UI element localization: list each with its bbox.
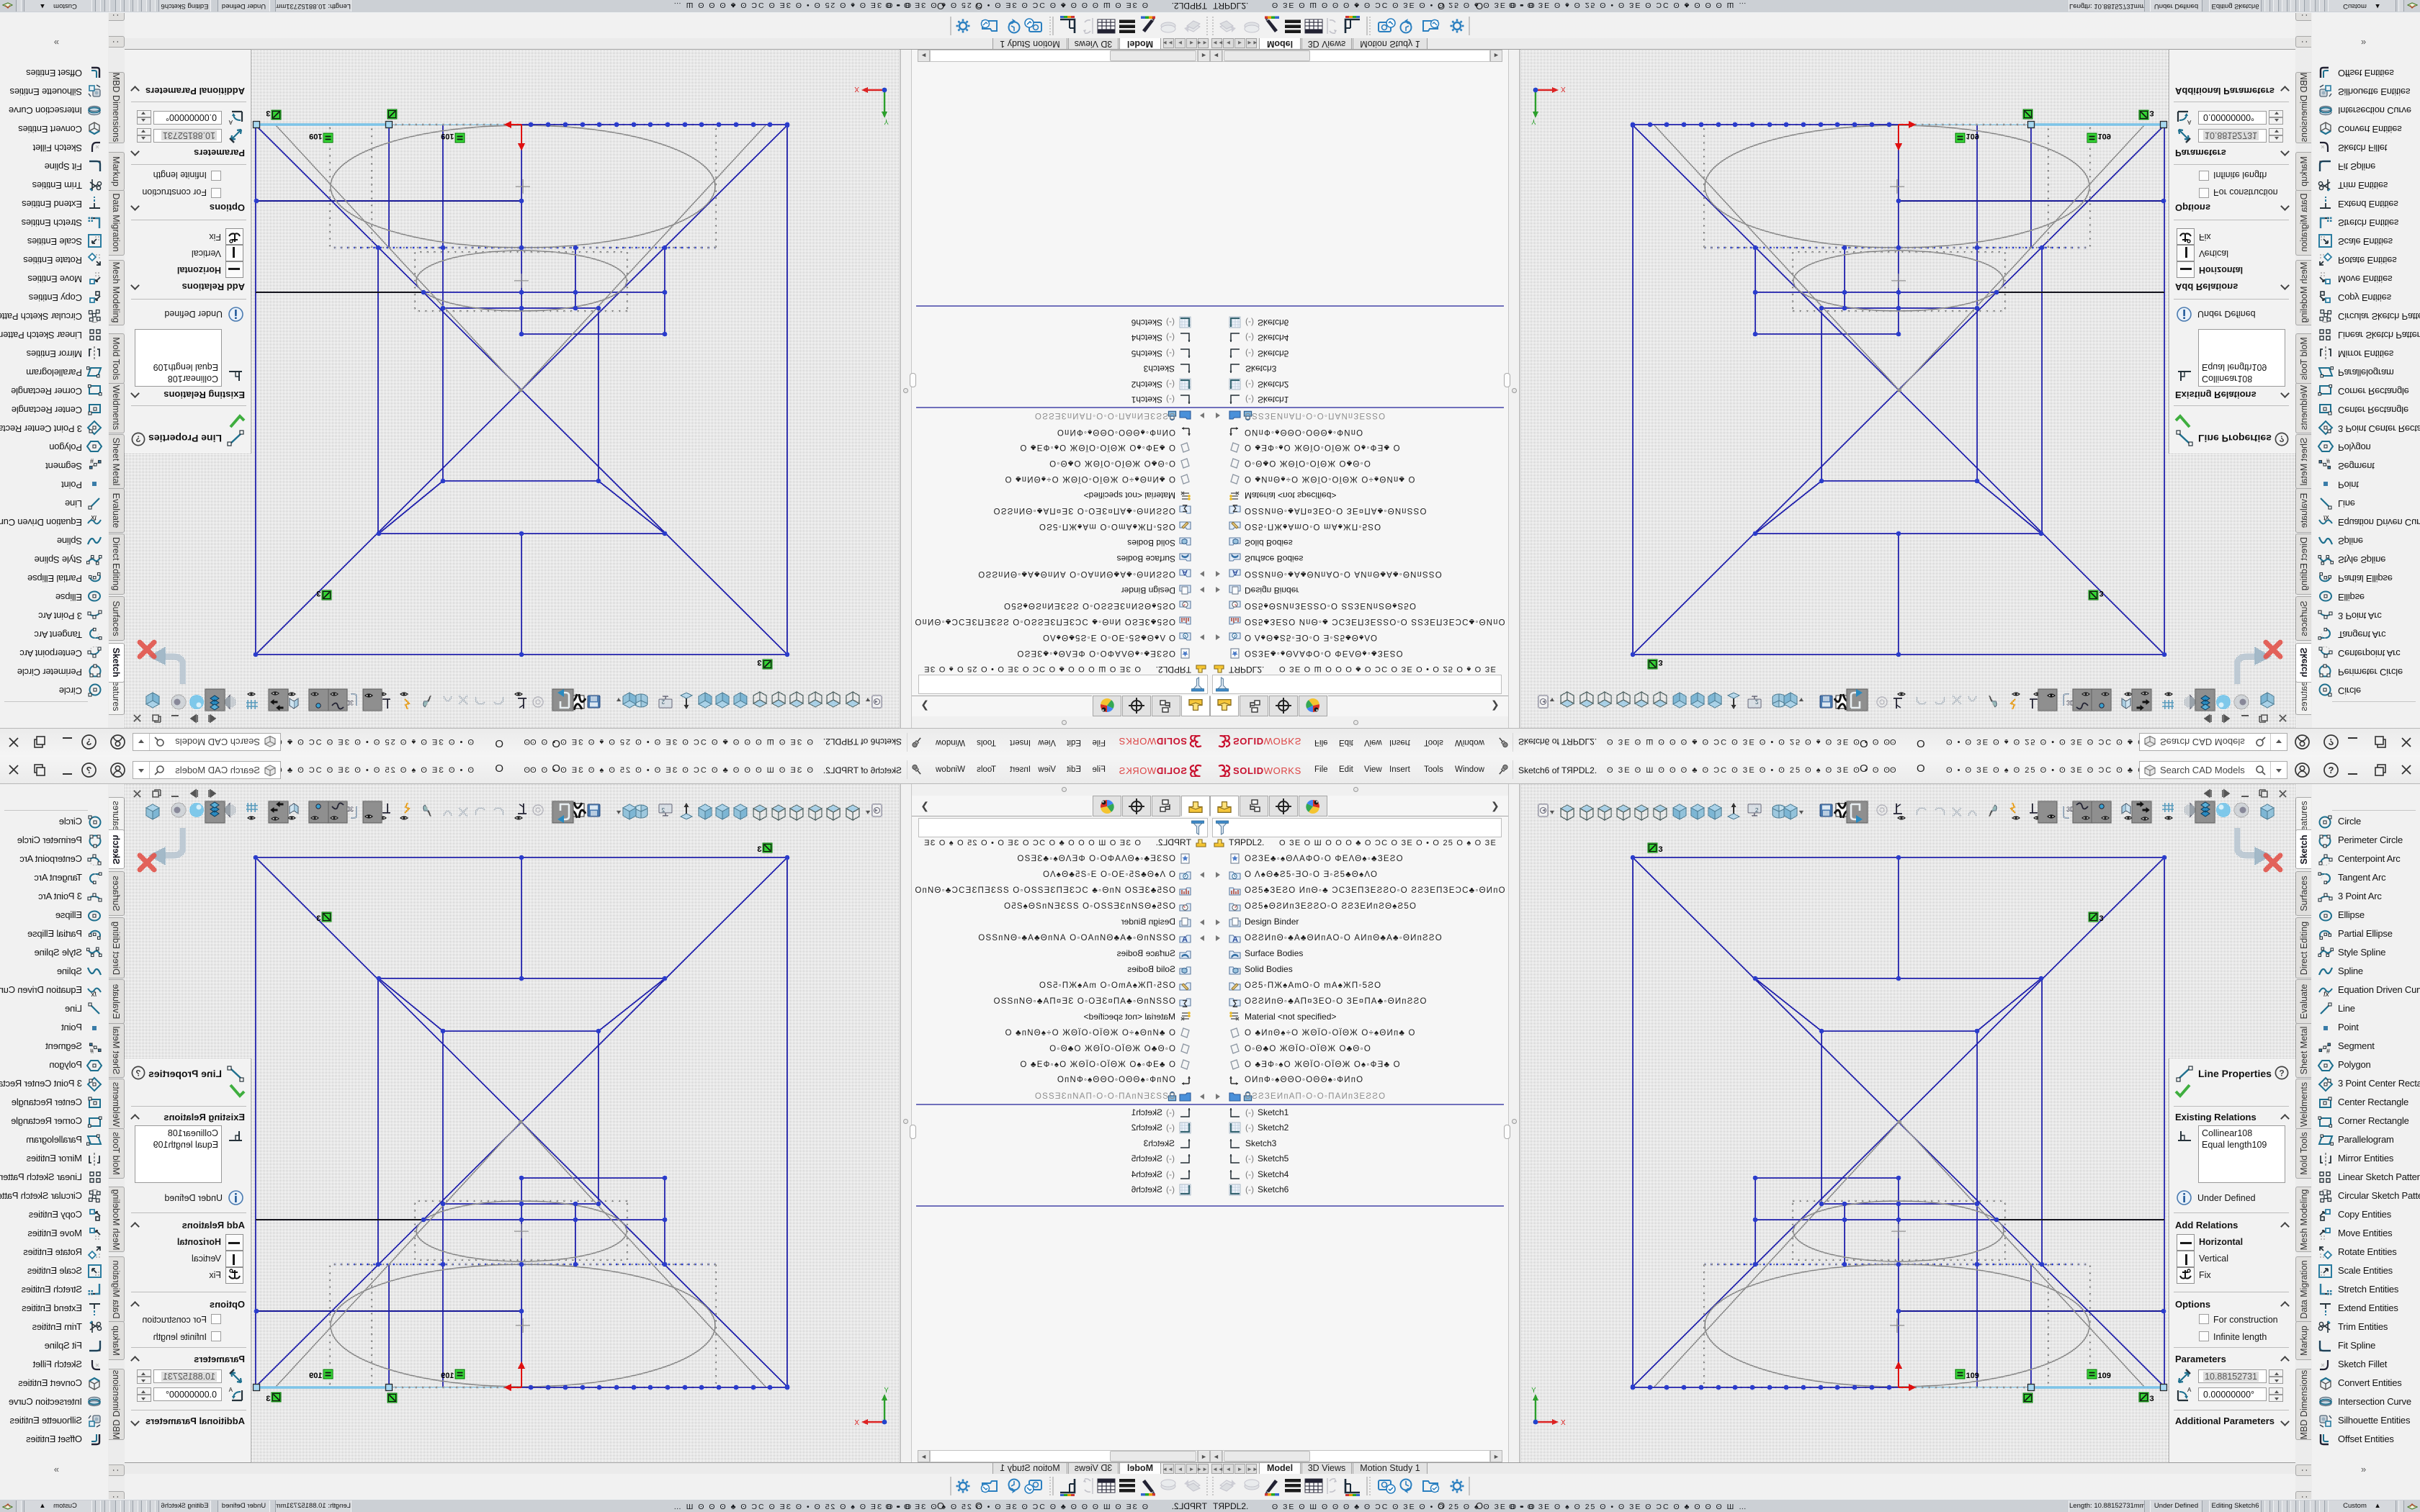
svg-text:3D: 3D [345,699,354,706]
svg-text:A: A [2187,119,2192,125]
svg-text:3: 3 [316,589,321,598]
svg-text:3: 3 [266,1395,270,1403]
svg-text:2: 2 [1755,698,1759,705]
svg-text:3: 3 [2099,589,2104,598]
svg-text:A: A [2187,1387,2192,1393]
svg-text:3: 3 [316,914,321,923]
svg-text:X: X [1561,85,1566,93]
svg-text:?: ? [86,737,91,747]
svg-text:?: ? [135,434,140,444]
svg-text:3: 3 [2099,914,2104,923]
svg-text:2: 2 [1755,807,1759,814]
svg-text:A: A [1182,568,1188,577]
svg-text:∑: ∑ [1232,505,1238,513]
svg-text:?: ? [2279,434,2284,444]
svg-text:A: A [228,1387,233,1393]
svg-text:109: 109 [1966,1372,1979,1380]
svg-text:∑: ∑ [1232,999,1238,1008]
svg-text:3: 3 [757,658,761,667]
svg-text:109: 109 [309,132,322,140]
svg-text:2: 2 [661,807,665,814]
svg-text:?: ? [2329,765,2334,775]
svg-text:109: 109 [1966,132,1979,140]
svg-text:3: 3 [757,845,761,854]
svg-text:109: 109 [2098,132,2111,140]
svg-text:A: A [1232,568,1238,577]
svg-text:3D: 3D [345,806,354,813]
svg-text:fx: fx [90,513,97,521]
svg-text:X: X [1561,1419,1566,1427]
svg-text:fx: fx [2323,513,2330,521]
svg-text:Y: Y [884,117,889,125]
svg-text:#: # [2326,457,2330,464]
svg-text:#: # [2326,1048,2330,1055]
svg-text:3: 3 [266,109,270,117]
svg-text:?: ? [135,1068,140,1079]
svg-text:3: 3 [2150,1395,2154,1403]
svg-text:?: ? [2329,737,2334,747]
svg-text:#: # [90,1048,94,1055]
svg-text:3D: 3D [2066,699,2075,706]
svg-text:∑: ∑ [1182,999,1188,1008]
svg-text:A: A [1182,935,1188,944]
svg-text:Y: Y [1531,117,1536,125]
svg-text:A: A [1232,935,1238,944]
svg-text:X: X [854,85,859,93]
svg-text:2: 2 [661,698,665,705]
svg-text:#: # [90,457,94,464]
svg-text:109: 109 [441,132,454,140]
svg-text:3: 3 [2150,109,2154,117]
svg-text:∑: ∑ [1182,505,1188,513]
svg-text:?: ? [86,765,91,775]
svg-text:3: 3 [1659,658,1663,667]
svg-text:X: X [854,1419,859,1427]
svg-text:fx: fx [2323,991,2330,999]
svg-text:109: 109 [441,1372,454,1380]
svg-text:3: 3 [1659,845,1663,854]
svg-text:Y: Y [1531,1387,1536,1395]
svg-text:109: 109 [309,1372,322,1380]
svg-text:A: A [228,119,233,125]
svg-text:?: ? [2279,1068,2284,1079]
svg-text:3D: 3D [2066,806,2075,813]
svg-text:109: 109 [2098,1372,2111,1380]
svg-text:Y: Y [884,1387,889,1395]
svg-text:fx: fx [90,991,97,999]
